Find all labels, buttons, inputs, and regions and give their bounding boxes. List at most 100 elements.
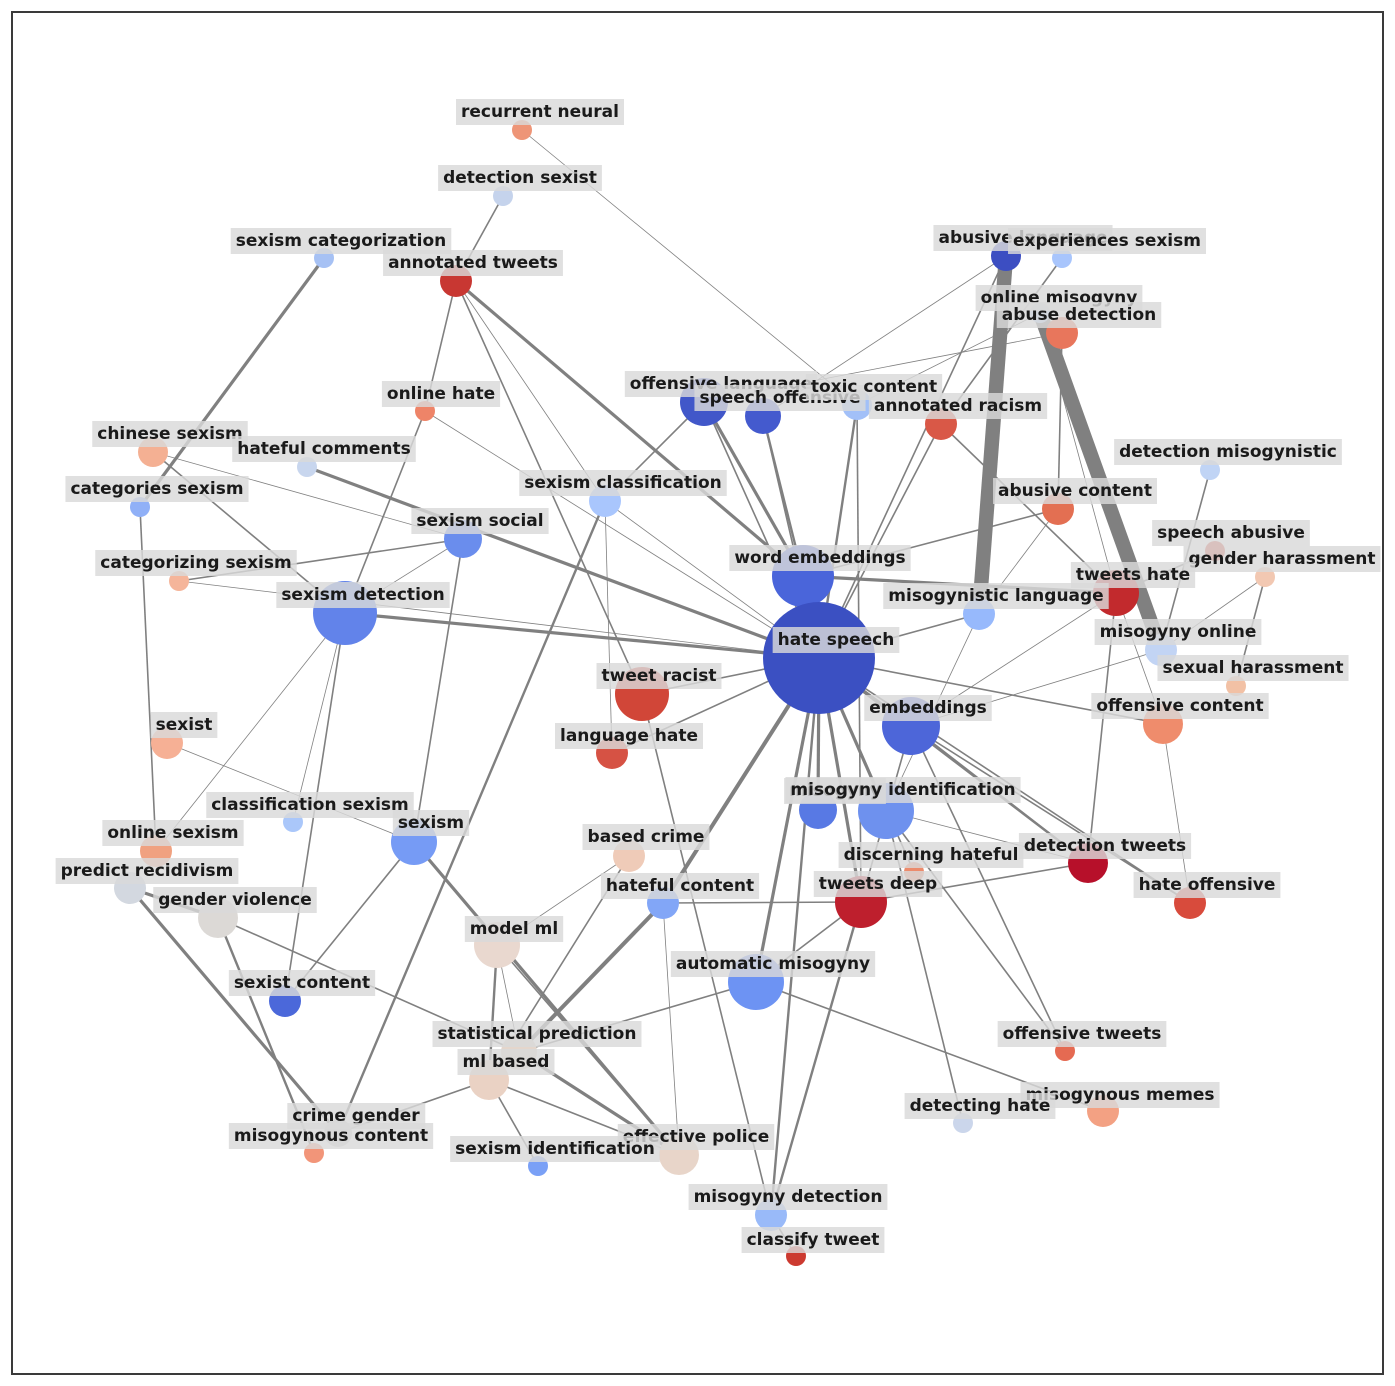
label-background [1157,655,1349,681]
edge-sexism-detection-classification-sexism [292,612,346,823]
node-label-text: toxic content [811,377,937,397]
node-label-text: classification sexism [211,795,409,815]
label-background [519,470,727,496]
label-background [1091,693,1269,719]
label-misogynistic-language: misogynistic language [883,583,1109,609]
node-label-text: categories sexism [70,479,243,499]
label-background [582,824,710,850]
label-background [457,1049,555,1075]
node-label-text: predict recidivism [61,861,234,881]
label-classification-sexism: classification sexism [206,792,414,818]
edge-hateful-comments-hate-speech [306,465,820,660]
node-label-text: hateful content [606,876,754,896]
label-background [206,792,414,818]
node-label-text: detection sexist [443,168,597,188]
node-label-text: classify tweet [747,1230,880,1250]
label-background [1094,619,1262,645]
label-automatic-misogyny: automatic misogyny [670,951,876,977]
label-background [438,165,602,191]
label-background [153,887,317,913]
label-background [996,302,1162,328]
label-speech-abusive: speech abusive [1152,520,1310,546]
label-hate-offensive: hate offensive [1133,872,1281,898]
label-background [102,820,244,846]
label-categorizing-sexism: categorizing sexism [95,550,297,576]
label-background [868,393,1048,419]
edge-hate-speech-misogyny-detection [769,657,821,1216]
label-misogyny-identification: misogyny identification [785,777,1021,803]
node-label-text: discerning hateful [844,845,1019,865]
label-sexism-identification: sexism identification [450,1136,660,1162]
label-abusive-content: abusive content [993,478,1157,504]
edge-sexism-social-chinese-sexism [152,451,464,540]
node-label-text: online sexism [107,823,238,843]
label-detection-tweets: detection tweets [1018,833,1192,859]
label-hateful-content: hateful content [600,873,760,899]
label-sexism-categorization: sexism categorization [230,228,452,254]
node-label-text: sexism identification [455,1139,655,1159]
label-hateful-comments: hateful comments [232,436,416,462]
label-sexism-social: sexism social [411,508,549,534]
label-background [997,1021,1167,1047]
node-label-text: online hate [387,384,495,404]
node-label-text: detection misogynistic [1119,442,1337,462]
node-label-text: based crime [588,827,705,847]
node-label-text: ml based [463,1052,550,1072]
label-detection-sexist: detection sexist [438,165,602,191]
label-background [92,421,248,447]
label-annotated-tweets: annotated tweets [383,250,563,276]
label-background [383,250,563,276]
node-label-text: word embeddings [734,548,905,568]
edge-annotated-tweets-word-embeddings [454,279,805,578]
node-label-text: tweets deep [819,874,937,894]
edge-online-hate-hate-speech [424,410,820,659]
label-background [1114,439,1342,465]
edge-sexism-detection-hate-speech [344,611,820,660]
label-background [555,723,703,749]
label-background [228,970,376,996]
label-background [232,436,416,462]
node-label-text: hateful comments [237,439,411,459]
label-gender-violence: gender violence [153,887,317,913]
label-based-crime: based crime [582,824,710,850]
label-background [456,99,624,125]
node-label-text: misogynous content [234,1126,428,1146]
node-label-text: language hate [560,726,698,746]
label-annotated-racism: annotated racism [868,393,1048,419]
node-label-text: tweet racist [602,666,717,686]
label-statistical-prediction: statistical prediction [432,1021,642,1047]
label-background [993,478,1157,504]
label-layer: recurrent neural detection sexist sexism c… [55,99,1381,1253]
label-word-embeddings: word embeddings [729,545,911,571]
node-label-text: speech abusive [1157,523,1305,543]
label-sexism: sexism [392,810,470,836]
label-detecting-hate: detecting hate [904,1093,1056,1119]
label-tweet-racist: tweet racist [596,663,722,689]
node-label-text: sexual harassment [1162,658,1343,678]
edge-online-misogyny-tweets-hate [1039,312,1117,594]
label-background [1018,833,1192,859]
node-label-text: statistical prediction [438,1024,637,1044]
label-abuse-detection: abuse detection [996,302,1162,328]
node-label-text: recurrent neural [461,102,619,122]
node-hate-speech[interactable] [763,602,875,714]
label-background [381,381,501,407]
label-background [904,1093,1056,1119]
node-label-text: sexism [398,813,464,833]
label-sexism-classification: sexism classification [519,470,727,496]
node-label-text: annotated tweets [388,253,558,273]
label-embeddings: embeddings [864,695,992,721]
label-recurrent-neural: recurrent neural [456,99,624,125]
edge-sexism-categorization-categories-sexism [138,257,326,508]
label-background [864,695,992,721]
label-background [670,951,876,977]
node-label-text: sexism detection [281,585,444,605]
node-label-text: annotated racism [874,396,1042,416]
edge-hate-speech-categorizing-sexism [178,580,820,659]
node-label-text: sexist [156,715,213,735]
label-chinese-sexism: chinese sexism [92,421,248,447]
label-ml-based: ml based [457,1049,555,1075]
label-model-ml: model ml [464,916,564,942]
label-classify-tweet: classify tweet [741,1227,885,1253]
